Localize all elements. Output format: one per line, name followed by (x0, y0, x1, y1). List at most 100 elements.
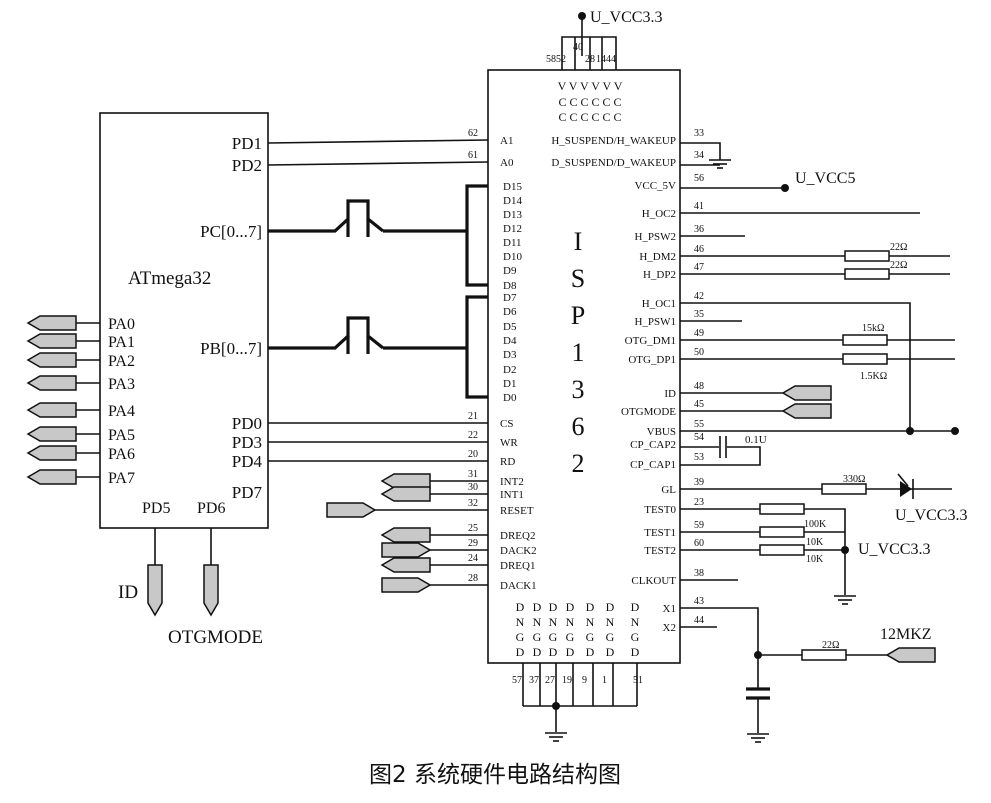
chip-pin-label: A1 (500, 135, 513, 147)
port-tag-left (380, 527, 431, 543)
resistor (844, 250, 890, 262)
chip-pin-label: VCC_5V (634, 180, 676, 192)
port-tag-right (381, 542, 432, 558)
chip-pin-label: H_OC1 (642, 298, 676, 310)
junction-dot (951, 427, 959, 435)
wire (267, 161, 489, 166)
dgnd-label: D (631, 600, 640, 614)
wire (804, 508, 846, 595)
chip-pin-label: INT1 (500, 489, 524, 501)
port-tag-left (26, 333, 77, 349)
net-label-vcc33: U_VCC3.3 (590, 9, 662, 26)
resistor (801, 649, 847, 661)
chip-pin-label: WR (500, 437, 518, 449)
pin-number: 9 (582, 675, 587, 686)
data-bus (268, 199, 384, 233)
mcu-name: ATmega32 (128, 268, 211, 289)
pin-number: 55 (694, 419, 704, 430)
dgnd-label: D (533, 600, 542, 614)
net-label-vcc33: U_VCC3.3 (858, 541, 930, 558)
dgnd-label: N (516, 615, 525, 629)
pin-number: 25 (468, 523, 478, 534)
pin-number: 34 (694, 150, 704, 161)
mcu-pin-label: PB[0...7] (200, 339, 262, 358)
pin-number: 48 (694, 381, 704, 392)
pin-number: 14 (596, 54, 606, 65)
wire (680, 142, 721, 160)
chip-pin-label: OTG_DP1 (628, 354, 676, 366)
pin-number: 51 (633, 675, 643, 686)
chip-pin-label: D10 (503, 251, 522, 263)
pin-number: 43 (694, 596, 704, 607)
pin-number: 37 (529, 675, 539, 686)
chip-pin-label: D5 (503, 321, 517, 333)
dgnd-label: G (516, 630, 525, 644)
port-label-id: ID (118, 582, 138, 603)
pin-number: 52 (556, 54, 566, 65)
chip-pin-label: H_SUSPEND/H_WAKEUP (551, 135, 676, 147)
chip-pin-label: RD (500, 456, 515, 468)
pin-number: 57 (512, 675, 522, 686)
chip-pin-label: D4 (503, 335, 517, 347)
port-tag-down (203, 564, 219, 617)
mcu-pin-label: PA4 (108, 403, 135, 420)
port-tag-right (381, 577, 432, 593)
chip-pin-label: OTG_DM1 (625, 335, 676, 347)
pin-number: 46 (694, 244, 704, 255)
mcu-pin-label: PA6 (108, 446, 135, 463)
mcu-pin-label: PC[0...7] (200, 222, 262, 241)
port-tag-left (26, 402, 77, 418)
mcu-pin-label: PD4 (232, 452, 263, 471)
chip-pin-label: D1 (503, 378, 516, 390)
pin-number: 59 (694, 520, 704, 531)
chip-pin-label: CS (500, 418, 513, 430)
chip-pin-label: CP_CAP2 (630, 439, 676, 451)
vcc-pin-label: C C C C C C (558, 95, 621, 109)
port-tag-left (26, 375, 77, 391)
chip-pin-label: D9 (503, 265, 517, 277)
pin-number: 58 (546, 54, 556, 65)
pin-number: 22 (468, 430, 478, 441)
resistor-value: 22Ω (822, 640, 839, 651)
pin-number: 42 (694, 291, 704, 302)
dgnd-label: G (533, 630, 542, 644)
mcu-pin-label: PD7 (232, 483, 263, 502)
chip-name-letter: 1 (572, 338, 585, 367)
chip-pin-label: D13 (503, 209, 522, 221)
chip-pin-label: OTGMODE (621, 406, 676, 418)
figure-caption: 图2 系统硬件电路结构图 (369, 762, 621, 788)
dgnd-label: D (631, 645, 640, 659)
dgnd-label: G (566, 630, 575, 644)
junction-dot (906, 427, 914, 435)
chip-pin-label: D2 (503, 364, 516, 376)
data-bus (268, 316, 384, 350)
dgnd-label: D (586, 600, 595, 614)
chip-pin-label: D3 (503, 349, 517, 361)
chip-pin-label: D11 (503, 237, 522, 249)
dgnd-label: D (549, 645, 558, 659)
pin-number: 44 (606, 54, 616, 65)
chip-pin-label: H_PSW1 (634, 316, 676, 328)
chip-pin-label: D7 (503, 292, 517, 304)
chip-pin-label: DREQ1 (500, 560, 535, 572)
dgnd-label: D (606, 600, 615, 614)
resistor-value: 22Ω (890, 260, 907, 271)
vcc-pin-label: C C C C C C (558, 110, 621, 124)
chip-pin-label: GL (661, 484, 676, 496)
net-label-vcc5: U_VCC5 (795, 170, 855, 187)
chip-pin-label: DREQ2 (500, 530, 535, 542)
pin-number: 33 (694, 128, 704, 139)
dgnd-label: D (606, 645, 615, 659)
pin-number: 28 (468, 573, 478, 584)
wire (680, 302, 911, 431)
mcu-pin-label: PD2 (232, 156, 262, 175)
resistor (759, 503, 805, 515)
chip-pin-label: X1 (663, 603, 676, 615)
chip-pin-label: H_PSW2 (634, 231, 676, 243)
chip-pin-label: CLKOUT (631, 575, 676, 587)
mcu-pin-label: PA7 (108, 470, 135, 487)
pin-number: 49 (694, 328, 704, 339)
junction-dot (781, 184, 789, 192)
mcu-pin-label: PA3 (108, 376, 135, 393)
junction-dot (841, 546, 849, 554)
